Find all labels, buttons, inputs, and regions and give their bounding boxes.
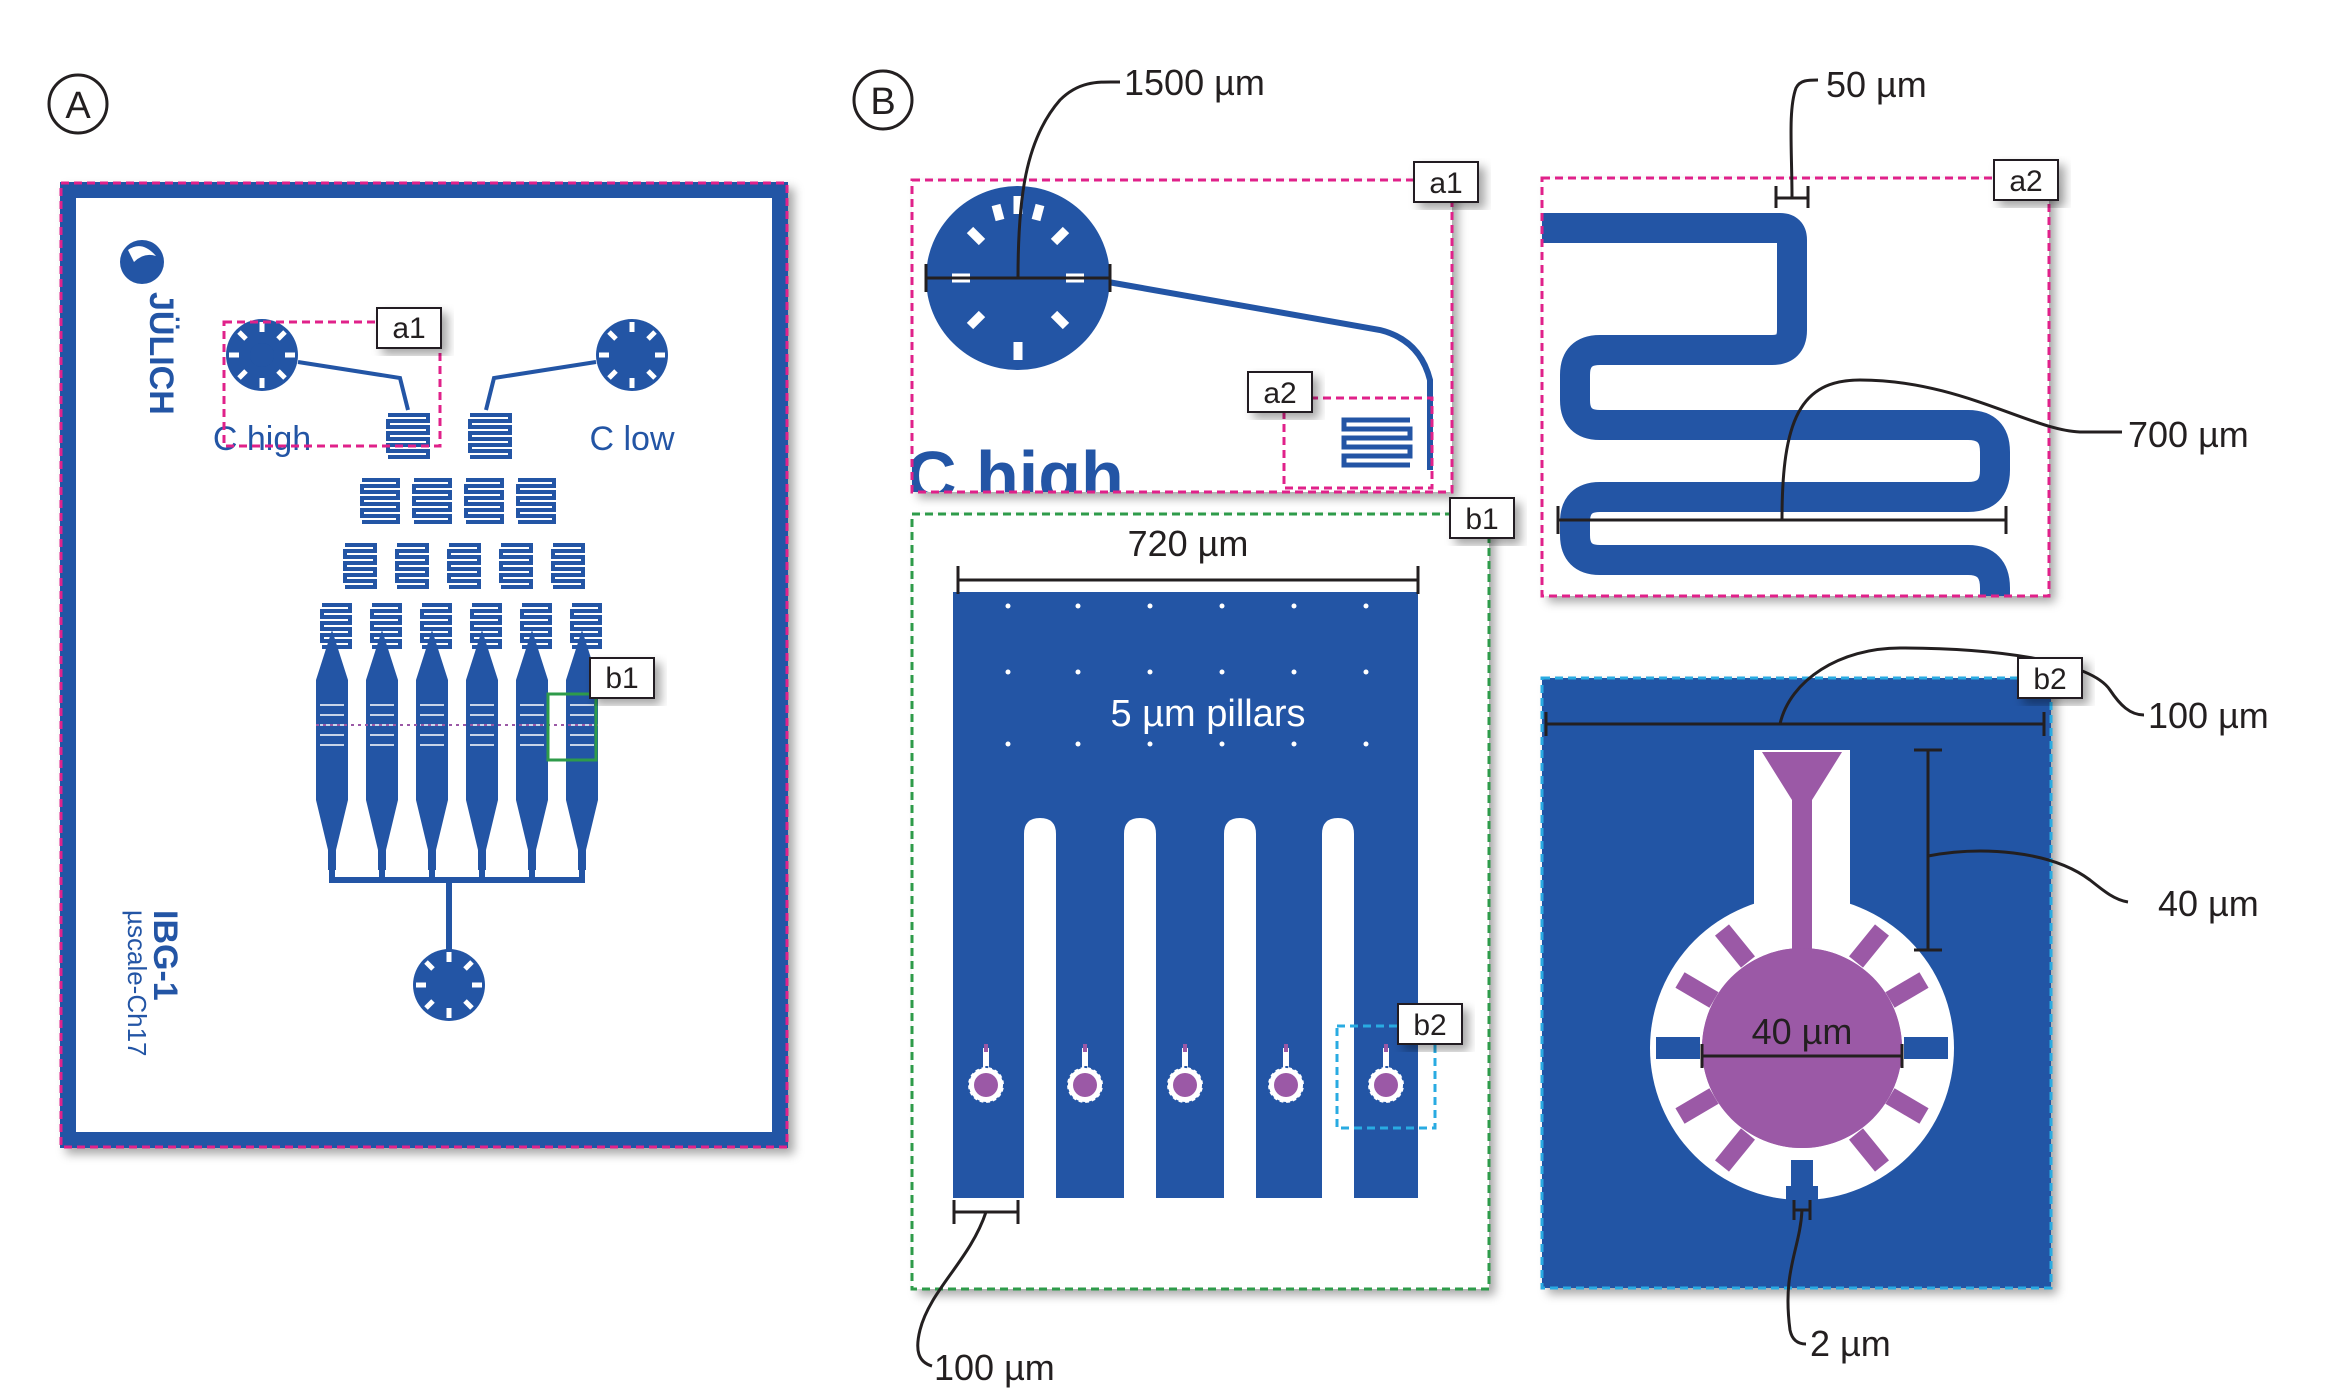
tag-b1-chip: b1 [589, 657, 655, 699]
culture-lanes [316, 630, 598, 870]
svg-text:a2: a2 [2009, 165, 2042, 198]
a1-inlet-diameter-label: 1500 µm [1124, 62, 1265, 103]
inlet-high-icon [226, 319, 298, 391]
region-b1-marker [546, 692, 598, 762]
a2-length-label: 700 µm [2128, 414, 2249, 455]
svg-text:b1: b1 [1465, 503, 1498, 536]
chip-label-2: µscale-Ch17 [122, 910, 152, 1057]
panel-letter-b: B [852, 69, 914, 131]
b1-pillars-label: 5 µm pillars [1110, 693, 1305, 735]
tag-b1: b1 [1449, 497, 1515, 539]
tag-b2: b2 [2017, 657, 2083, 699]
growth-chambers [967, 1044, 1405, 1104]
gradient-network [320, 413, 602, 649]
svg-text:b2: b2 [2033, 663, 2066, 696]
b2-diameter-label: 40 µm [1752, 1011, 1853, 1052]
svg-text:JÜLICH: JÜLICH [142, 292, 180, 415]
svg-text:a1: a1 [392, 312, 425, 345]
outlet-icon [413, 949, 485, 1021]
chip: JÜLICH [59, 181, 789, 1149]
chip-label-1: IBG-1 [146, 910, 184, 1001]
svg-text:B: B [870, 81, 895, 123]
b2-gap-label: 2 µm [1810, 1323, 1891, 1364]
svg-text:A: A [65, 85, 91, 127]
svg-text:a1: a1 [1429, 167, 1462, 200]
tag-a1: a1 [1413, 161, 1479, 203]
b1-channel-width-label: 100 µm [934, 1347, 1055, 1388]
svg-text:b2: b2 [1413, 1009, 1446, 1042]
inlet-low-label: C low [589, 420, 674, 458]
svg-text:b1: b1 [605, 662, 638, 695]
inlet-high-label: C high [213, 420, 311, 458]
tag-a2: a2 [1993, 159, 2059, 201]
b1-width-label: 720 µm [1128, 523, 1249, 564]
inlet-low-icon [596, 319, 668, 391]
panel-b: B C hi [852, 62, 2269, 1388]
tag-a2-inner: a2 [1247, 371, 1313, 413]
a2-width-label: 50 µm [1826, 64, 1927, 105]
region-a1-marker [222, 320, 442, 448]
a1-partial-label: C high [906, 437, 1124, 515]
b2-height-label: 40 µm [2158, 883, 2259, 924]
panel-a: A JÜLICH [47, 73, 789, 1149]
b2-width-label: 100 µm [2148, 695, 2269, 736]
detail-b1: 720 µm 5 µm pillars 100 µm b1 b2 [910, 497, 1515, 1388]
detail-a1: C high 1500 µm a1 a2 [906, 62, 1479, 515]
panel-letter-a: A [47, 73, 109, 135]
detail-b2: 100 µm 40 µm 40 µm 2 µm b2 [1540, 646, 2269, 1364]
outlet-collector [329, 865, 585, 950]
julich-logo: JÜLICH [120, 240, 180, 415]
tag-b2-inner: b2 [1397, 1003, 1463, 1045]
svg-text:a2: a2 [1263, 377, 1296, 410]
tag-a1-chip: a1 [376, 307, 442, 349]
detail-a2: 50 µm 700 µm a2 [1540, 64, 2249, 598]
